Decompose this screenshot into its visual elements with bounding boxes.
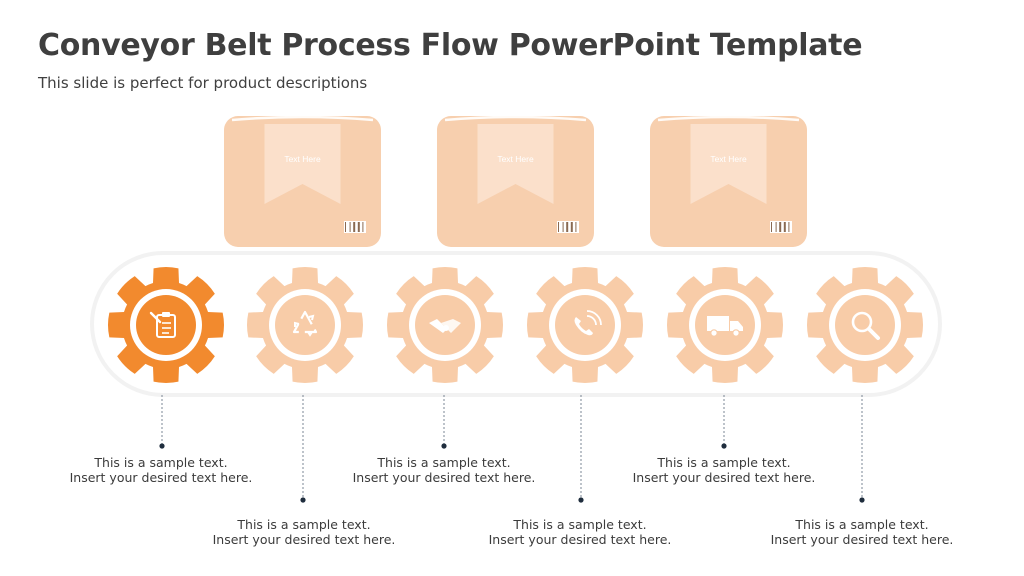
step-text-line2: Insert your desired text here. [69,470,253,485]
packages: Text Here Text Here Text Here [224,115,807,247]
package-label: Text Here [710,154,747,164]
connector-dot [721,443,727,449]
step-text-line1: This is a sample text. [94,455,228,470]
handshake-icon [429,319,461,333]
truck-icon [707,316,743,337]
package-label: Text Here [497,154,534,164]
process-gear [667,267,783,383]
connector-dot [300,497,306,503]
barcode-icon [770,221,792,233]
connector [578,395,584,503]
connector [721,395,727,449]
recycle-icon [292,310,318,337]
step-text-line2: Insert your desired text here. [488,532,672,547]
step-description: This is a sample text.Insert your desire… [174,517,434,547]
step-description: This is a sample text.Insert your desire… [732,517,992,547]
step-text-line2: Insert your desired text here. [770,532,954,547]
conveyor-belt [90,251,942,397]
package-tape [477,124,554,204]
gears [108,267,923,383]
step-text-line1: This is a sample text. [237,517,371,532]
step-text-line2: Insert your desired text here. [352,470,536,485]
step-text-line1: This is a sample text. [795,517,929,532]
package-box: Text Here [650,115,807,247]
process-gear [527,267,643,383]
package-tape [690,124,767,204]
search-icon [851,311,880,340]
package-tape [264,124,341,204]
step-text-line1: This is a sample text. [513,517,647,532]
process-gear [108,267,224,383]
step-description: This is a sample text.Insert your desire… [31,455,291,485]
connector [441,395,447,449]
process-gear [807,267,923,383]
package-box: Text Here [437,115,594,247]
step-text-line2: Insert your desired text here. [632,470,816,485]
slide-title: Conveyor Belt Process Flow PowerPoint Te… [38,28,863,63]
package-label: Text Here [284,154,321,164]
barcode-icon [344,221,366,233]
process-gear [247,267,363,383]
clipboard-icon [149,311,176,338]
connector-dot [859,497,865,503]
connector-dot [159,443,165,449]
step-description: This is a sample text.Insert your desire… [314,455,574,485]
phone-icon [574,310,602,336]
step-description: This is a sample text.Insert your desire… [450,517,710,547]
step-description: This is a sample text.Insert your desire… [594,455,854,485]
barcode-icon [557,221,579,233]
process-gear [387,267,503,383]
step-text-line1: This is a sample text. [377,455,511,470]
connector-dot [578,497,584,503]
connectors [159,395,865,503]
step-text-line1: This is a sample text. [657,455,791,470]
slide-subtitle: This slide is perfect for product descri… [38,74,368,92]
connector [859,395,865,503]
connector-dot [441,443,447,449]
step-text-line2: Insert your desired text here. [212,532,396,547]
package-box: Text Here [224,115,381,247]
connector [300,395,306,503]
connector [159,395,165,449]
